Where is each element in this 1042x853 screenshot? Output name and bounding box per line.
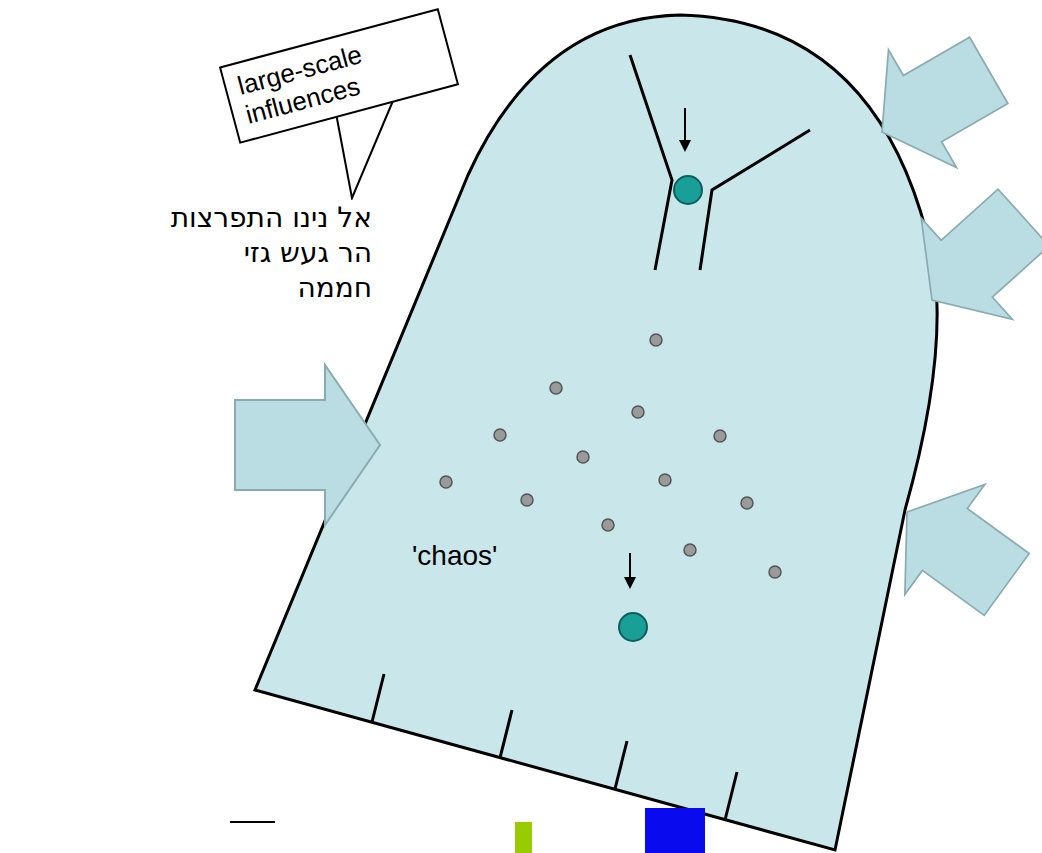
axis-tick [230,821,275,823]
funnel-wall [700,130,810,270]
funnel-wall [630,55,672,270]
ball [674,176,702,204]
bin-dividers [372,674,737,820]
histogram-bar [645,808,705,853]
drop-arrowhead [624,577,636,589]
chaos-label: 'chaos' [412,538,497,573]
ball [619,613,647,641]
hebrew-note: אל נינו התפרצות הר געש גזי חממה [162,200,372,305]
drop-arrowhead [679,140,691,152]
histogram-bar [515,822,532,853]
